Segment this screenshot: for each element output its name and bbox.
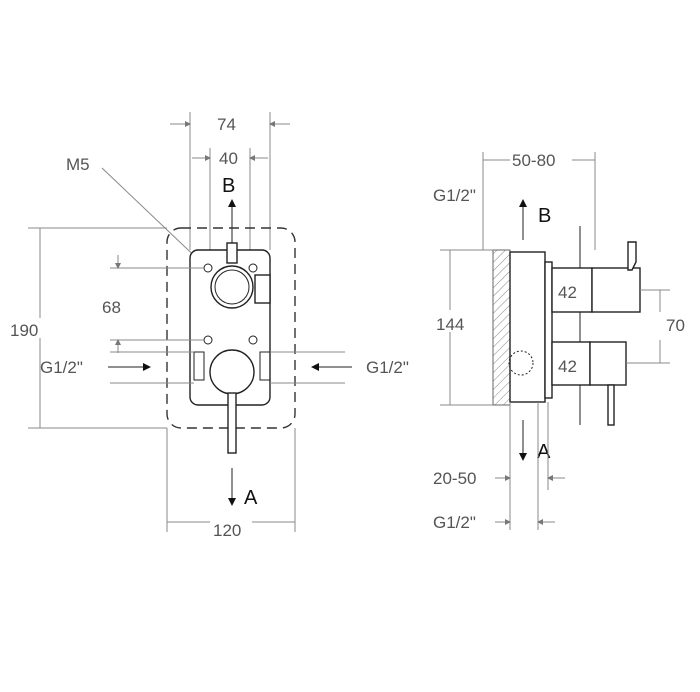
dim-68: 68 <box>102 298 121 317</box>
dim-144: 144 <box>436 315 464 334</box>
dim-20-50: 20-50 <box>433 469 476 488</box>
inlet-right-label: G1/2" <box>366 358 409 377</box>
dim-70: 70 <box>666 316 685 335</box>
block-upper-42: 42 <box>558 283 577 302</box>
dim-190: 190 <box>10 321 38 340</box>
thread-bottom-label: G1/2" <box>433 513 476 532</box>
dim-40: 40 <box>219 149 238 168</box>
inlet-left-label: G1/2" <box>40 358 83 377</box>
outlet-b-label-side: B <box>538 205 551 227</box>
outlet-a-label: A <box>244 487 258 509</box>
label-m5: M5 <box>66 155 90 174</box>
outlet-b-label: B <box>222 175 235 197</box>
block-lower-42: 42 <box>558 357 577 376</box>
thread-top-label: G1/2" <box>433 186 476 205</box>
dim-50-80: 50-80 <box>512 151 555 170</box>
dim-74: 74 <box>217 115 236 134</box>
front-view: 74 40 M5 B 190 68 G1/2" G1/ <box>10 112 409 540</box>
dim-120: 120 <box>213 521 241 540</box>
outlet-a-label-side: A <box>537 441 551 463</box>
side-view: 50-80 G1/2" B 42 42 144 70 A 20-50 G1/2" <box>433 151 685 532</box>
